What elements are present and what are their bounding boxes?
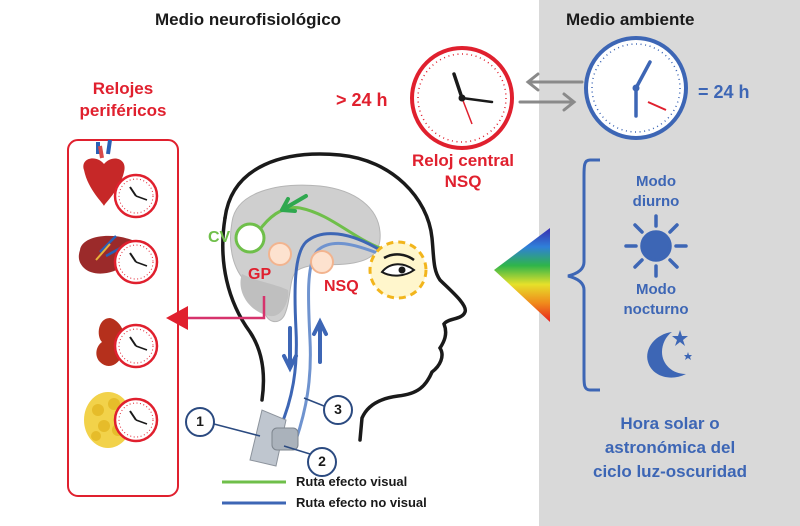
green-arrow	[280, 194, 308, 213]
marker-label-3: 3	[334, 401, 342, 417]
heart-icon	[83, 139, 125, 206]
night-mode-line2: nocturno	[623, 301, 689, 318]
peripheral-clock	[113, 239, 159, 285]
central-clock-label-line1: Reloj central	[411, 151, 515, 170]
environment-clock-period: = 24 h	[698, 82, 750, 102]
blue-arrow-up	[312, 317, 328, 364]
marker-circle-1	[185, 407, 261, 437]
peripheral-clock	[113, 397, 159, 443]
cv-label: CV	[208, 229, 231, 246]
blue-arrow-down	[282, 326, 298, 373]
gp-to-peripheral-arrow	[186, 296, 266, 320]
right-title: Medio ambiente	[566, 10, 695, 29]
exchange-arrows	[518, 72, 584, 112]
central-clock-label: Reloj central NSQ	[396, 150, 530, 192]
environment-clock-icon	[584, 36, 688, 140]
peripheral-clock	[113, 323, 159, 369]
eye-icon	[380, 263, 416, 277]
solar-line2: astronómica del	[604, 438, 736, 457]
night-mode-label: Modo nocturno	[606, 280, 706, 320]
peripheral-title-line2: periféricos	[79, 101, 167, 120]
gp-label: GP	[248, 266, 272, 283]
marker-label-1: 1	[196, 413, 204, 429]
eye-pupil	[398, 266, 406, 274]
day-mode-label: Modo diurno	[606, 172, 706, 212]
peripheral-clock	[113, 173, 159, 219]
legend-non-visual-label: Ruta efecto no visual	[296, 495, 427, 510]
central-clock-icon	[410, 46, 514, 150]
cv-node	[234, 222, 266, 254]
visual-pathway-line	[256, 206, 381, 250]
vertebra	[271, 427, 299, 451]
cerebellum-shape	[240, 274, 289, 317]
gp-node	[268, 242, 292, 266]
peripheral-title-line1: Relojes	[92, 79, 154, 98]
solar-line1: Hora solar o	[620, 414, 720, 433]
head-back	[221, 216, 266, 402]
peripheral-box	[67, 139, 179, 497]
night-mode-line1: Modo	[636, 281, 676, 298]
nsq-node	[310, 250, 334, 274]
nsq-label: NSQ	[324, 278, 359, 295]
central-clock-label-line2: NSQ	[444, 172, 482, 191]
legend-visual-label: Ruta efecto visual	[296, 474, 408, 489]
spinal-cord	[249, 409, 287, 467]
head-silhouette	[223, 152, 467, 442]
non-visual-pathway-line-2	[294, 241, 381, 441]
sun-icon	[624, 214, 688, 278]
solar-line3: ciclo luz-oscuridad	[593, 462, 747, 481]
solar-time-label: Hora solar o astronómica del ciclo luz-o…	[556, 412, 784, 484]
mode-bracket	[567, 158, 600, 392]
marker-circle-3	[303, 395, 353, 425]
central-clock-period: > 24 h	[336, 90, 388, 110]
moon-icon	[647, 330, 692, 378]
day-mode-line1: Modo	[636, 173, 676, 190]
eyebrow	[383, 253, 415, 262]
peripheral-title: Relojes periféricos	[68, 78, 178, 122]
light-spectrum-icon	[494, 228, 550, 322]
left-title: Medio neurofisiológico	[155, 10, 342, 29]
marker-label-2: 2	[318, 453, 326, 469]
non-visual-pathway-line-1	[278, 232, 381, 429]
marker-circle-2	[283, 445, 337, 477]
day-mode-line2: diurno	[632, 193, 680, 210]
